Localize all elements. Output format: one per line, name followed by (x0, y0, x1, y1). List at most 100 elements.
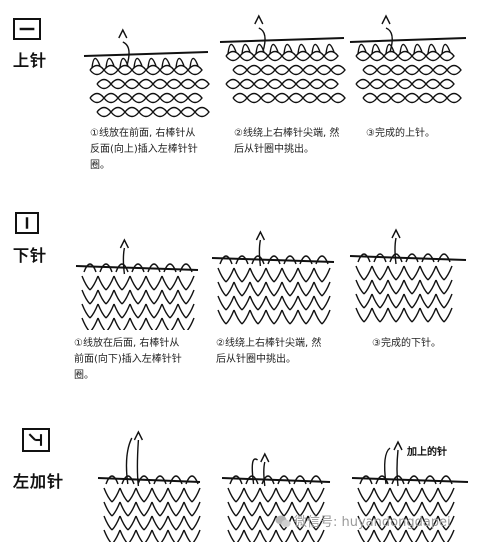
caption-line: ②线绕上右棒针尖端, 然 (234, 128, 340, 139)
needle-loop (399, 43, 409, 55)
stitch-v (103, 529, 121, 542)
stitch-bump (103, 92, 119, 104)
needle-loop (269, 43, 279, 55)
needle-loop (357, 253, 371, 263)
caption-step-1: ①线放在前面, 右棒针从 反面(向上)插入左棒针针 圈。 (90, 126, 230, 174)
stitch-bump (124, 106, 140, 118)
stitch-v (81, 289, 99, 305)
stitch-v (371, 265, 389, 281)
stitch-v (135, 515, 153, 531)
stitch-v (243, 529, 261, 542)
stitch-v (281, 309, 299, 325)
knit-step-1-diagram (82, 28, 210, 118)
needle-loop (325, 43, 335, 55)
stitch-v (291, 529, 309, 542)
stitch-bump (281, 78, 297, 90)
yarn-strand (396, 449, 399, 487)
stitch-v (161, 303, 179, 319)
knit-symbol-icon (13, 18, 41, 40)
stitch-v (405, 487, 423, 503)
stitch-bump (260, 64, 276, 76)
stitch-v (97, 275, 115, 291)
stitch-bump (110, 78, 126, 90)
stitch-bump (323, 78, 339, 90)
knitting-needle (219, 37, 345, 43)
stitch-bump (166, 106, 182, 118)
stitch-bump (152, 78, 168, 90)
stitch-v (373, 501, 391, 517)
needle-loop (83, 263, 97, 273)
stitch-v (389, 515, 407, 531)
stitch-v (297, 309, 315, 325)
yarn-strand (263, 461, 266, 487)
stitch-v (419, 293, 437, 309)
needle-loop (405, 253, 419, 263)
needle-loop (153, 475, 167, 485)
stitch-bump (316, 92, 332, 104)
stitch-v (97, 317, 115, 330)
stitch-v (387, 293, 405, 309)
needle-loop (441, 43, 451, 55)
needle-loop (137, 475, 151, 485)
stitch-bump (376, 64, 392, 76)
needle-loop (105, 475, 119, 485)
stitch-v (371, 307, 389, 323)
stitch-bump (383, 78, 399, 90)
stitch-v (103, 515, 121, 531)
stitch-v (373, 487, 391, 503)
stitch-v (355, 265, 373, 281)
knit-step-2-diagram (218, 14, 346, 118)
stitch-v (151, 501, 169, 517)
stitch-v (183, 501, 201, 517)
stitch-v (151, 515, 169, 531)
stitch-v (313, 281, 331, 297)
stitch-v (103, 487, 121, 503)
stitch-v (167, 501, 185, 517)
stitch-v (371, 279, 389, 295)
stitch-bump (194, 106, 210, 118)
stitch-v (291, 501, 309, 517)
stitch-v (249, 295, 267, 311)
yarn-strand (258, 27, 266, 53)
stitch-v (217, 281, 235, 297)
needle-loop (427, 43, 437, 55)
stitch-v (129, 303, 147, 319)
stitch-bump (253, 78, 269, 90)
needle-loop (251, 255, 265, 265)
caption-step-1: ①线放在后面, 右棒针从 前面(向下)插入左棒针针 圈。 (74, 336, 214, 384)
stitch-v (119, 487, 137, 503)
needle-loop (235, 255, 249, 265)
caption-step-2: ②线绕上右棒针尖端, 然 后从针圈中挑出。 (216, 336, 356, 368)
caption-line: 反面(向上)插入左棒针针 (90, 144, 198, 155)
wechat-icon (275, 515, 291, 528)
stitch-bump (159, 92, 175, 104)
stitch-bump (110, 106, 126, 118)
needle-loop (315, 255, 329, 265)
needle-loop (131, 263, 145, 273)
stitch-v (243, 487, 261, 503)
stitch-bump (232, 92, 248, 104)
needle-loop (267, 255, 281, 265)
stitch-v (437, 515, 455, 531)
needle-loop (179, 263, 193, 273)
needle-loop (115, 263, 129, 273)
stitch-v (161, 275, 179, 291)
stitch-v (97, 303, 115, 319)
stitch-bump (145, 92, 161, 104)
stitch-bump (446, 64, 462, 76)
stitch-v (435, 279, 453, 295)
needle-loop (371, 43, 381, 55)
stitch-v (113, 289, 131, 305)
stitch-bump (302, 64, 318, 76)
needle-loop (283, 43, 293, 55)
watermark-text: 微信号: huyandongdapei (294, 515, 451, 530)
stitch-bump (446, 92, 462, 104)
stitch-v (233, 281, 251, 297)
needle-loop (147, 57, 157, 69)
stitch-v (405, 529, 423, 542)
stitch-v (355, 307, 373, 323)
knitting-needle (351, 477, 469, 483)
stitch-v (435, 265, 453, 281)
stitch-v (161, 317, 179, 330)
stitch-bump (187, 64, 203, 76)
